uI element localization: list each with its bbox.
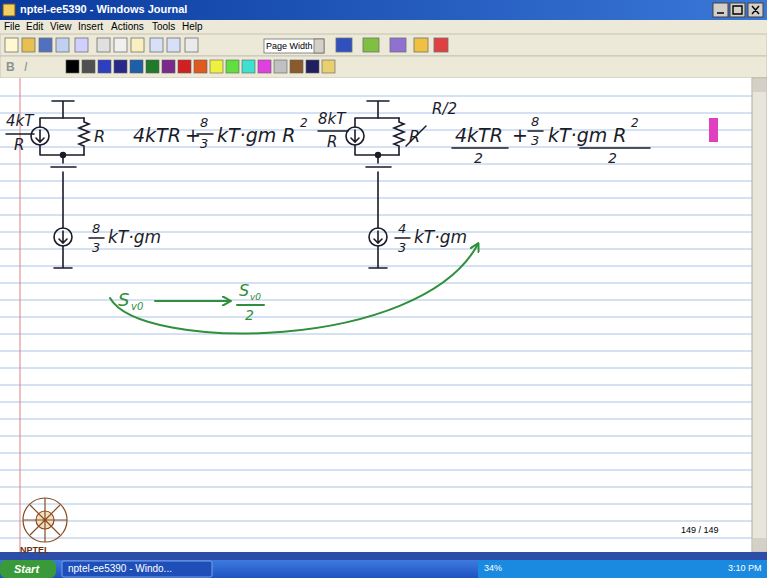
- logo-text: NPTEL: [20, 546, 50, 555]
- menu-item: Help: [182, 22, 203, 32]
- page-number: 149: [687, 543, 700, 551]
- fraction-numerator: 8: [200, 116, 208, 129]
- plus-sign: +: [185, 126, 201, 145]
- fraction-denominator: 3: [531, 134, 539, 147]
- noise-denominator: R: [327, 135, 337, 150]
- clock: 3:10 PM: [728, 564, 762, 573]
- resistor-label: R: [94, 129, 105, 145]
- noise-numerator: 8kT: [318, 112, 345, 127]
- resistor-label: R/2: [432, 102, 457, 117]
- fraction-denominator: 2: [474, 151, 483, 165]
- fraction-denominator: 3: [200, 137, 208, 150]
- menu-item: File: [4, 22, 20, 32]
- fraction-denominator: 2: [608, 151, 617, 165]
- page-counter: 149 / 149: [681, 526, 719, 535]
- plus-sign: +: [512, 126, 528, 145]
- menu-item: Edit: [26, 22, 43, 32]
- menu-item: Insert: [78, 22, 103, 32]
- noise-term: kT·gm R: [217, 126, 295, 145]
- fraction-denominator: 3: [398, 241, 406, 254]
- window-title: nptel-ee5390 - Windows Journal: [20, 4, 187, 15]
- menu-item: Actions: [111, 22, 144, 32]
- subscript: v0: [250, 293, 261, 302]
- noise-denominator: R: [14, 138, 24, 153]
- start-button: Start: [14, 564, 39, 575]
- fraction-denominator: 2: [245, 308, 254, 322]
- exponent: 2: [300, 117, 308, 129]
- crossed-resistor-label: R: [409, 129, 420, 145]
- zoom-dropdown: Page Width: [266, 42, 313, 51]
- bold-button: B: [6, 61, 15, 73]
- spectral-density: S: [118, 291, 129, 309]
- current-source-label: kT·gm: [414, 229, 467, 246]
- spectral-density: S: [239, 283, 249, 299]
- menu-item: View: [50, 22, 72, 32]
- noise-term: 4kTR: [455, 126, 503, 145]
- fraction-numerator: 8: [531, 115, 539, 128]
- fraction-numerator: 8: [92, 222, 100, 235]
- exponent: 2: [631, 117, 639, 129]
- subscript: v0: [131, 302, 143, 312]
- taskbar-item: nptel-ee5390 - Windo...: [68, 564, 172, 574]
- fraction-denominator: 3: [92, 241, 100, 254]
- fraction-numerator: 4: [398, 222, 406, 235]
- menu-item: Tools: [152, 22, 175, 32]
- italic-button: I: [24, 61, 27, 73]
- tray-indicator: 34%: [484, 564, 502, 573]
- noise-term: 4kTR: [133, 126, 181, 145]
- noise-numerator: 4kT: [6, 114, 33, 129]
- current-source-label: kT·gm: [108, 229, 161, 246]
- noise-term: kT·gm R: [548, 126, 626, 145]
